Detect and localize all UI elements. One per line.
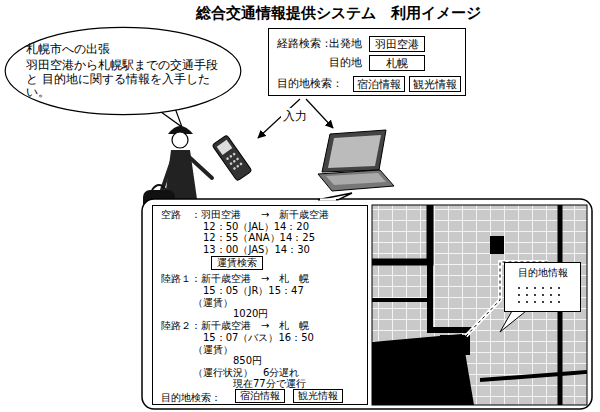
speech-text: 羽田空港から札幌駅までの交通手段と 目的地に関する情報を入手したい。 [26, 59, 220, 99]
panel-text: 13：00（JAS）14：30 [203, 244, 310, 256]
speech-text: 札幌市への出張 [26, 43, 220, 56]
search-button: 宿泊情報 [235, 389, 285, 403]
search-input-panel: 経路検索：出発地目的地目的地検索： 羽田空港札幌宿泊情報観光情報 [268, 28, 466, 96]
panel-text: 現在77分で運行 [233, 378, 306, 390]
mobile-phone [212, 135, 252, 181]
search-button: 観光情報 [409, 76, 461, 92]
panel-text: 15：05（JR）15：47 [203, 285, 304, 297]
laptop [318, 130, 394, 191]
diagram-title: 総合交通情報提供システム 利用イメージ [194, 4, 483, 23]
panel-text: 陸路１：新千歳空港 → 札 幌 [161, 273, 309, 285]
button-label: 宿泊情報 [240, 390, 280, 402]
callout-tail [318, 193, 352, 200]
speech-bubble: 札幌市への出張羽田空港から札幌駅までの交通手段と 目的地に関する情報を入手したい… [4, 26, 242, 116]
button-label: 宿泊情報 [357, 78, 401, 90]
button-label: 羽田空港 [375, 38, 419, 50]
panel-text: 目的地 [329, 57, 362, 70]
panel-text: （運賃） [193, 344, 233, 356]
result-callout [142, 199, 592, 409]
button-label: 観光情報 [413, 78, 457, 90]
input-field: 札幌 [369, 55, 425, 71]
search-button: 観光情報 [293, 389, 343, 403]
panel-text: 850円 [233, 355, 262, 367]
panel-text: 12：50（JAL）14：20 [203, 221, 309, 233]
result-panel: 空路 ：羽田空港 → 新千歳空港12：50（JAL）14：2012：55（ANA… [152, 205, 368, 405]
arrow-label: 入力 [281, 108, 309, 125]
destination-info-box: 目的地情報 [504, 262, 581, 312]
panel-text: 1020円 [233, 308, 268, 320]
input-field: 羽田空港 [369, 36, 425, 52]
fare-search-button: 運賃検索 [211, 256, 263, 270]
route-map [372, 205, 587, 405]
panel-text: 出発地 [329, 38, 362, 51]
button-label: 運賃検索 [217, 257, 257, 269]
panel-text: 空路 ：羽田空港 → 新千歳空港 [161, 209, 329, 221]
panel-text: 15：07（バス）16：50 [203, 332, 314, 344]
button-label: 札幌 [386, 57, 408, 69]
input-arrow [306, 99, 333, 128]
map-frame [372, 205, 587, 405]
panel-text: 目的地検索： [161, 392, 221, 404]
button-label: 観光情報 [298, 390, 338, 402]
search-button: 宿泊情報 [353, 76, 405, 92]
info-dots [505, 283, 575, 309]
panel-text: 目的地情報 [505, 263, 580, 279]
panel-text: 陸路２：新千歳空港 → 札 幌 [161, 320, 309, 332]
panel-text: 12：55（ANA）14：25 [203, 232, 315, 244]
panel-text: （運賃） [193, 297, 233, 309]
panel-text: （運行状況） 6分遅れ [193, 367, 299, 379]
panel-text: 経路検索： [277, 38, 332, 51]
panel-text: 目的地検索： [277, 78, 343, 91]
